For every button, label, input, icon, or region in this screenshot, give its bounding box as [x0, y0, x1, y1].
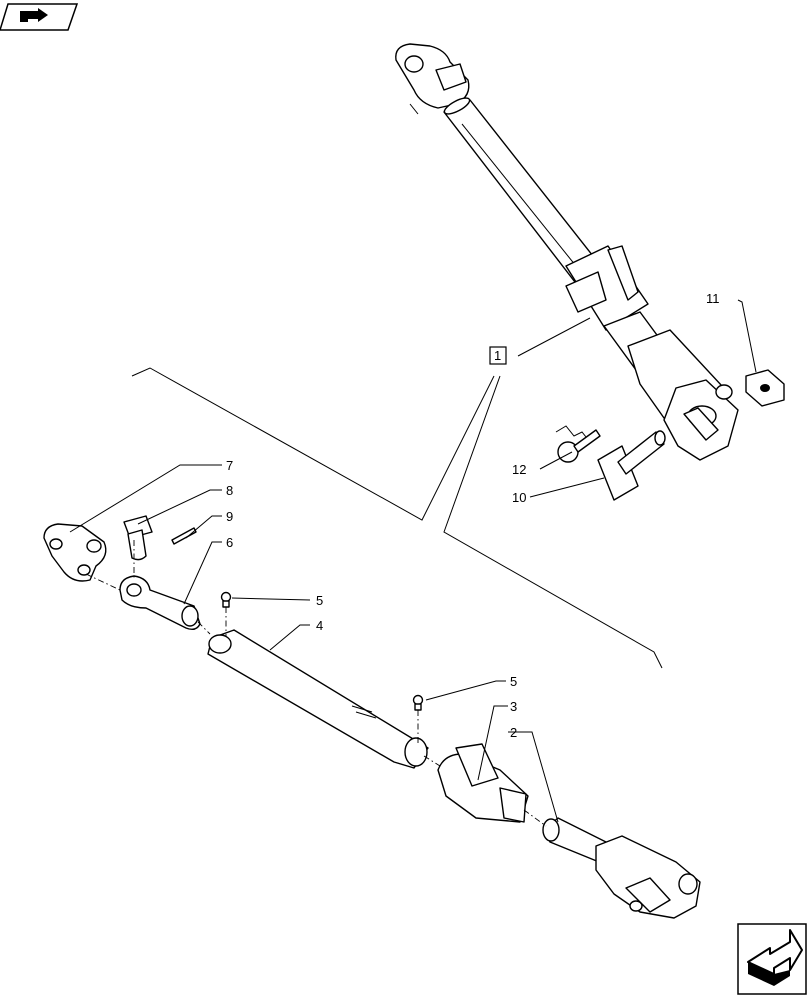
- callout-2: 2: [510, 725, 517, 740]
- part-11-washer: [745, 369, 785, 407]
- part-10-pin: [597, 430, 666, 501]
- callout-12: 12: [512, 462, 526, 477]
- callout-4: 4: [316, 618, 323, 633]
- forward-arrow-icon[interactable]: [0, 3, 79, 31]
- part-8-pin: [123, 515, 153, 561]
- part-5-grease-nipple-b: [412, 694, 424, 711]
- axis-line-eye-tube: [197, 621, 211, 635]
- part-5-grease-nipple-a: [220, 591, 232, 608]
- leader-lines: [69, 299, 757, 823]
- callout-6: 6: [226, 535, 233, 550]
- part-2-adjuster-end: [542, 817, 701, 919]
- part-7-yoke: [43, 523, 107, 582]
- axis-line-tube-sleeve: [423, 755, 441, 767]
- callout-9: 9: [226, 509, 233, 524]
- callout-1-bracket-lines: [131, 367, 663, 669]
- callout-1: 1: [494, 348, 501, 363]
- callout-5a: 5: [316, 593, 323, 608]
- part-4-tube: [207, 629, 429, 769]
- part-9-cotter-pin: [171, 527, 197, 545]
- callout-1-box: [489, 346, 507, 365]
- callout-11: 11: [706, 291, 720, 306]
- part-6-threaded-eye: [119, 575, 201, 631]
- top-link-assembly: [395, 43, 739, 461]
- page-forward-arrow-icon[interactable]: [737, 923, 807, 995]
- callout-10: 10: [512, 490, 526, 505]
- callout-8: 8: [226, 483, 233, 498]
- callout-3: 3: [510, 699, 517, 714]
- callout-7: 7: [226, 458, 233, 473]
- part-3-sleeve: [437, 743, 529, 823]
- axis-line-yoke: [85, 573, 121, 591]
- axis-line-sleeve-end: [523, 809, 547, 827]
- callout-5b: 5: [510, 674, 517, 689]
